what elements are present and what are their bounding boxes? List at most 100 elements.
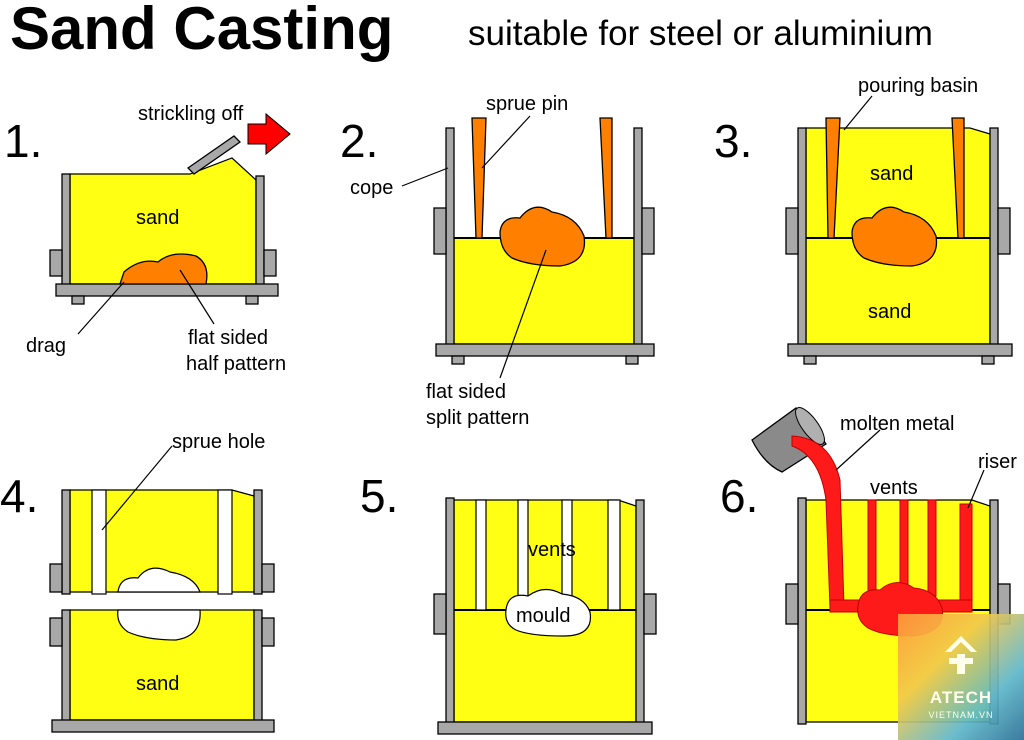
step-2-pattern-leader [499,249,547,379]
step-6-riser-leader [967,469,985,509]
step-2-foot-right [625,355,639,365]
step-2-right-wall [633,127,643,347]
step-3-label-sand-top: sand [870,163,913,185]
step-4-drag-cavity [117,609,201,641]
step-6-label-riser: riser [978,451,1017,473]
step-3-foot-left [803,355,817,365]
step-1-base-plate [55,283,279,297]
step-2-label-sprue-pin: sprue pin [486,93,568,115]
step-3-foot-right [981,355,995,365]
step-3-sprue-pin-left [825,117,841,239]
step-5-label-vents: vents [528,539,576,561]
step-4-sprue-hole-left [91,489,107,595]
step-2-left-lug [433,207,447,255]
step-2-base-plate [435,343,655,357]
step-3-right-wall [989,127,999,347]
step-6-label-vents: vents [870,477,918,499]
step-6-left-wall [797,497,807,725]
step-1-half-pattern [119,253,208,285]
step-4-cope-cavity [117,567,201,593]
step-2-label-pattern-1: flat sided [426,381,506,403]
step-1-number: 1. [4,115,42,167]
step-6-vent-2 [899,499,909,597]
step-6-number: 6. [720,470,758,522]
step-6-metal-leader [835,429,881,471]
step-2-panel: 2. sprue pin cope flat sided split patte… [340,93,655,429]
step-5-right-lug [643,593,657,635]
step-1-label-pattern-1: flat sided [188,327,268,349]
step-1-panel: 1. strickling off sand drag flat sided h… [4,103,291,375]
step-5-mould-cavity [505,588,592,637]
page-subtitle: suitable for steel or aluminium [468,14,933,53]
step-4-cope-left-wall [61,489,71,595]
step-4-label-sprue-hole: sprue hole [172,431,265,453]
step-3-basin-leader [843,95,873,131]
step-1-right-lug [263,249,277,277]
page-title: Sand Casting [10,0,394,62]
step-1-foot-left [71,295,85,305]
step-6-left-lug [785,583,799,625]
step-1-foot-right [245,295,259,305]
step-3-number: 3. [714,115,752,167]
step-4-panel: 4. sprue hole sand [0,431,275,733]
step-3-label-pouring-basin: pouring basin [858,75,978,97]
step-2-number: 2. [340,115,378,167]
step-5-right-wall [635,499,645,725]
step-4-cope-left-lug [49,563,63,593]
step-2-split-pattern [499,206,586,267]
step-2-sprue-leader [481,115,531,169]
step-3-sprue-pin-right [951,117,965,239]
step-4-drag-right-lug [261,617,275,647]
step-2-sprue-pin-right [599,117,613,239]
logo-emblem-icon [945,636,977,674]
step-5-vent-2 [517,499,529,601]
step-5-vent-1 [475,499,487,611]
step-5-left-wall [445,497,455,725]
step-2-cope-leader [401,167,449,187]
logo-name: ATECH [929,688,993,707]
step-4-sprue-hole-right [217,489,233,595]
step-1-pattern-leader [179,269,215,325]
step-2-label-cope: cope [350,177,393,199]
step-3-split-pattern [851,206,938,267]
step-4-label-sand: sand [136,673,179,695]
step-1-label-sand: sand [136,207,179,229]
step-4-cope-right-lug [261,563,275,593]
step-6-vent-3 [927,499,937,597]
step-6-ladle-rim [795,407,825,445]
step-5-label-mould: mould [516,605,570,627]
step-6-label-molten-metal: molten metal [840,413,955,435]
step-4-drag-left-lug [49,617,63,647]
step-2-sprue-pin-left [471,117,487,239]
step-6-riser [959,503,973,609]
step-3-left-lug [785,207,799,255]
step-5-panel: 5. vents mould [360,470,657,735]
step-4-number: 4. [0,470,38,522]
step-3-panel: 3. pouring basin sand sand [714,75,1013,365]
step-3-left-wall [797,127,807,347]
step-1-left-lug [49,249,63,277]
step-5-base-plate [437,721,653,735]
step-1-strickle-arrow [247,112,291,156]
step-1-label-strickling: strickling off [138,103,244,125]
step-5-left-lug [433,593,447,635]
step-1-left-wall [61,173,71,287]
step-3-base-plate [787,343,1013,357]
step-1-label-pattern-2: half pattern [186,353,286,375]
step-4-drag-left-wall [61,609,71,723]
step-1-drag-leader [77,281,125,335]
step-4-drag-right-wall [253,609,263,723]
step-1-right-wall [255,175,265,287]
step-6-panel: 6. molten metal vents riser [720,407,1017,725]
step-5-vent-4 [607,499,621,611]
step-3-label-sand-bottom: sand [868,301,911,323]
step-4-cope-right-wall [253,489,263,595]
step-4-sprue-leader [101,445,173,531]
step-5-number: 5. [360,470,398,522]
logo-sub: VIETNAM.VN [928,710,994,720]
step-2-right-lug [641,207,655,255]
step-3-right-lug [997,207,1011,255]
atech-logo: ATECH VIETNAM.VN [898,614,1024,740]
step-1-strickle-bar [186,135,242,175]
